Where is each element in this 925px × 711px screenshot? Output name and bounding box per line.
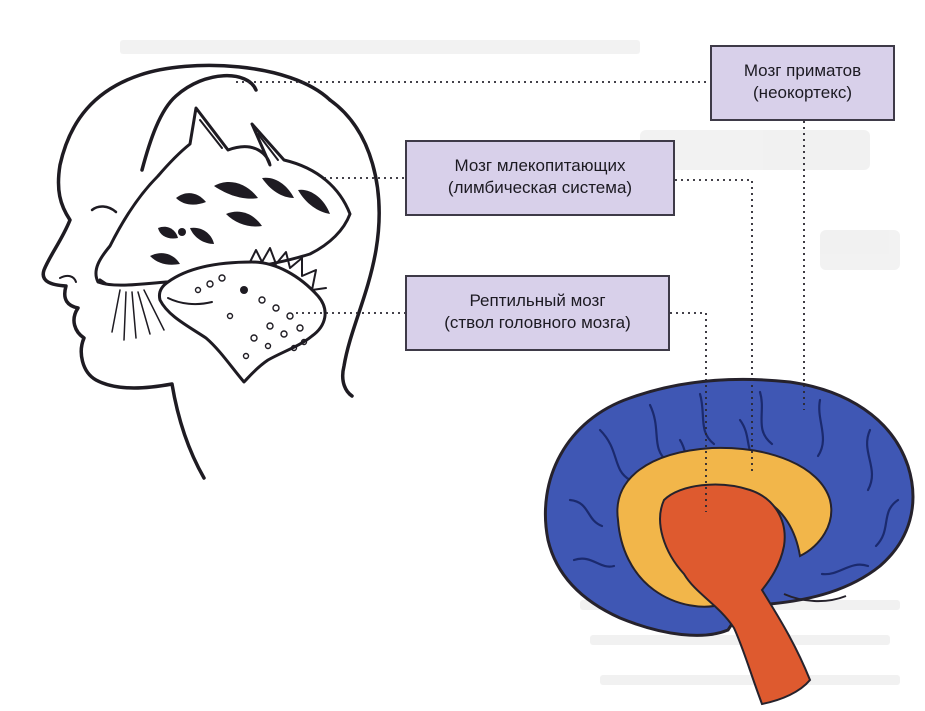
label-reptile-line1: Рептильный мозг bbox=[469, 291, 606, 310]
label-mammal-line2: (лимбическая система) bbox=[447, 178, 633, 197]
label-primate-line2: (неокортекс) bbox=[753, 83, 852, 102]
neocortex-folds bbox=[568, 390, 900, 576]
cerebellum-hint bbox=[783, 593, 847, 603]
leader-mammal-to-brain bbox=[675, 179, 753, 472]
label-mammal-line1: Мозг млекопитающих bbox=[454, 156, 626, 175]
label-primate-line1: Мозг приматов bbox=[743, 61, 862, 80]
reptile-scales bbox=[194, 274, 308, 360]
label-reptile-brain: Рептильный мозг (ствол головного мозга) bbox=[405, 275, 670, 351]
leader-reptile-to-brain bbox=[670, 312, 707, 512]
label-mammal-brain: Мозг млекопитающих (лимбическая система) bbox=[405, 140, 675, 216]
human-head-outline bbox=[41, 63, 381, 480]
label-primate-brain: Мозг приматов (неокортекс) bbox=[710, 45, 895, 121]
brainstem-region bbox=[659, 483, 812, 706]
leader-lines bbox=[236, 81, 805, 512]
label-reptile-line2: (ствол головного мозга) bbox=[444, 313, 631, 332]
mammal-stripes bbox=[150, 177, 330, 265]
reptile-head-outline bbox=[158, 247, 327, 384]
brain-cross-section bbox=[543, 377, 915, 706]
